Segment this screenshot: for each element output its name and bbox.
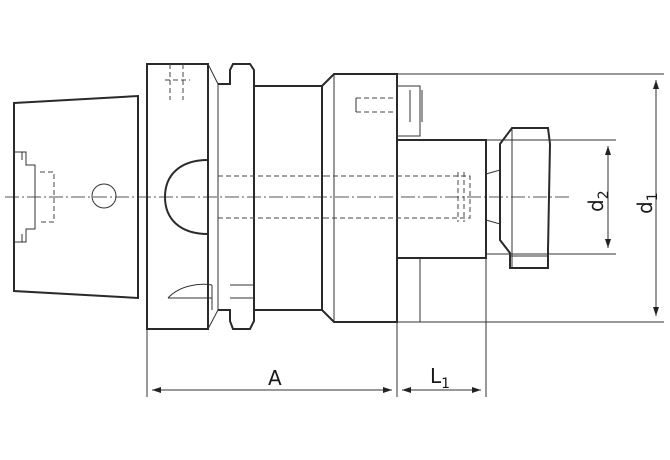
clamping-screw xyxy=(485,127,552,269)
dimension-l1: L1 xyxy=(402,258,487,397)
dimension-d2: d2 xyxy=(486,139,616,255)
flange-body xyxy=(146,63,325,330)
arbor-spigot xyxy=(325,139,487,259)
label-d2: d2 xyxy=(584,190,612,212)
coolant-hole xyxy=(91,183,117,209)
main-body xyxy=(254,73,423,323)
label-a: A xyxy=(268,366,282,390)
taper-shank xyxy=(13,94,139,300)
dimension-d1: d1 xyxy=(397,73,664,323)
label-l1: L1 xyxy=(430,364,450,392)
dimension-a: A xyxy=(146,322,398,397)
label-d1: d1 xyxy=(633,192,661,214)
